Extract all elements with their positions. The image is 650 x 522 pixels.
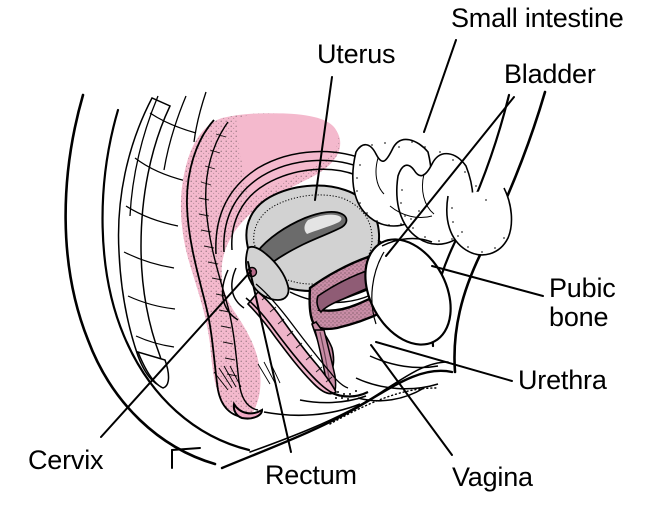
leader-pubic-bone	[431, 265, 544, 297]
leader-uterus	[314, 76, 333, 201]
vagina-wall-outer	[245, 297, 341, 397]
inner-back-contour	[101, 108, 251, 452]
pubic-bone-inner-edge	[371, 251, 385, 325]
leader-urethra	[375, 341, 513, 382]
label-urethra: Urethra	[518, 365, 607, 395]
uterus-group	[245, 184, 381, 301]
intestine-stipple	[356, 141, 505, 253]
cervix-bracket-arm	[171, 447, 201, 451]
label-cervix: Cervix	[28, 445, 104, 475]
leader-bladder	[385, 96, 515, 257]
spinous-processes	[129, 91, 207, 217]
coccyx	[136, 350, 170, 389]
vagina-wall-inner	[255, 283, 349, 389]
anal-folds	[213, 361, 281, 391]
leader-vagina	[370, 344, 453, 456]
uterine-cavity-highlight	[304, 214, 342, 234]
thigh-crease	[329, 387, 437, 425]
label-vagina: Vagina	[452, 462, 533, 492]
rectum-outer-wall	[186, 119, 247, 419]
leader-small-intestine	[423, 39, 457, 133]
outer-back-contour	[64, 93, 217, 466]
pubic-bone-group	[364, 238, 452, 346]
anal-opening	[232, 401, 264, 420]
cervix-body	[245, 245, 290, 301]
small-intestine-group	[352, 138, 513, 256]
leader-cervix	[100, 270, 252, 438]
leader-rectum	[247, 261, 292, 453]
pubic-bone-oval	[364, 238, 452, 346]
label-bladder: Bladder	[504, 59, 596, 89]
uterus-inner-outline	[253, 194, 373, 285]
levator-ani	[263, 403, 361, 417]
label-rectum: Rectum	[265, 460, 357, 490]
vaginal-rugae	[261, 294, 333, 383]
rectum-fill	[180, 113, 341, 415]
peritoneum-lines	[215, 150, 369, 321]
soft-tissue-lines	[355, 237, 439, 390]
intestine-creases	[375, 157, 435, 219]
vagina-group	[245, 283, 369, 400]
leader-lines	[100, 39, 544, 469]
pelvic-floor-group	[263, 387, 425, 417]
labial-contour	[357, 387, 425, 402]
label-uterus: Uterus	[317, 39, 396, 69]
label-small-intestine: Small intestine	[451, 3, 624, 33]
rectum-fill-solid-top	[236, 113, 339, 200]
sacrum-vertebrae-group	[117, 97, 197, 389]
label-pubic-bone: Pubic bone	[549, 273, 616, 332]
intestine-loop-3	[446, 187, 513, 256]
vertebra-separators	[123, 112, 197, 348]
vaginal-opening	[329, 391, 369, 398]
vagina-canal	[246, 290, 338, 395]
rectal-mucosa-hatching	[198, 133, 238, 377]
